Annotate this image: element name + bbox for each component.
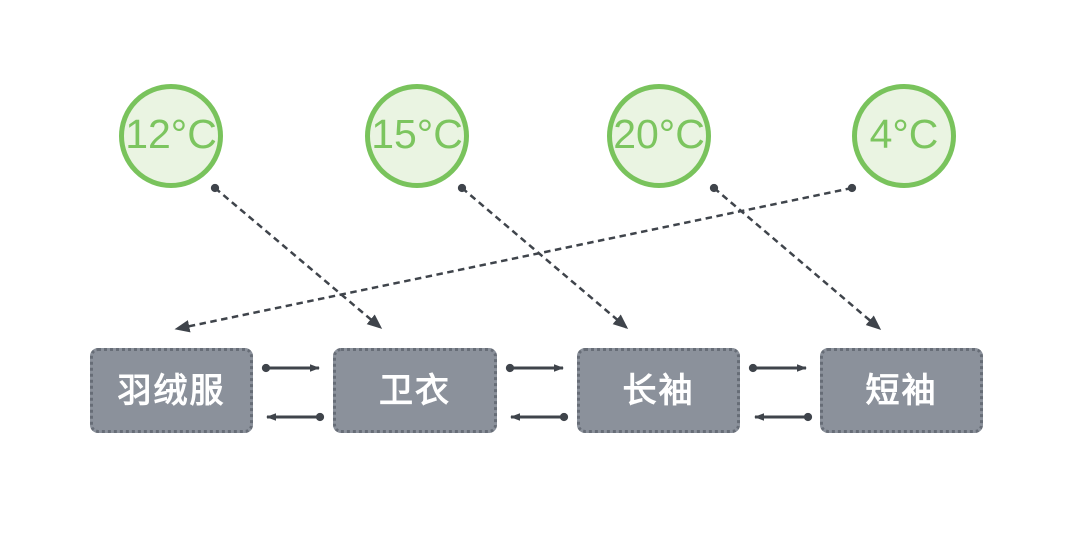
temp-label-4c: 4°C	[869, 111, 939, 157]
temp-circle-12c: 12°C	[119, 84, 223, 188]
clothing-label-down-jacket: 羽绒服	[117, 371, 226, 410]
temp-circle-20c: 20°C	[607, 84, 711, 188]
clothing-label-long-sleeve: 长袖	[622, 371, 695, 410]
temp-label-12c: 12°C	[125, 111, 217, 157]
edge-12c-to-hoodie	[210, 183, 383, 329]
clothing-box-hoodie: 卫衣	[333, 348, 497, 433]
edge-15c-to-long-sleeve	[457, 183, 629, 329]
edge-20c-to-short-sleeve	[709, 183, 882, 330]
clothing-box-short-sleeve: 短袖	[820, 348, 983, 433]
clothing-box-long-sleeve: 长袖	[577, 348, 740, 433]
temp-circle-4c: 4°C	[852, 84, 956, 188]
edge-4c-to-down-jacket	[174, 183, 857, 333]
clothing-label-hoodie: 卫衣	[379, 371, 451, 410]
clothing-label-short-sleeve: 短袖	[865, 371, 938, 410]
temp-label-20c: 20°C	[613, 111, 705, 157]
temp-label-15c: 15°C	[371, 111, 463, 157]
temp-circle-15c: 15°C	[365, 84, 469, 188]
clothing-box-down-jacket: 羽绒服	[90, 348, 253, 433]
